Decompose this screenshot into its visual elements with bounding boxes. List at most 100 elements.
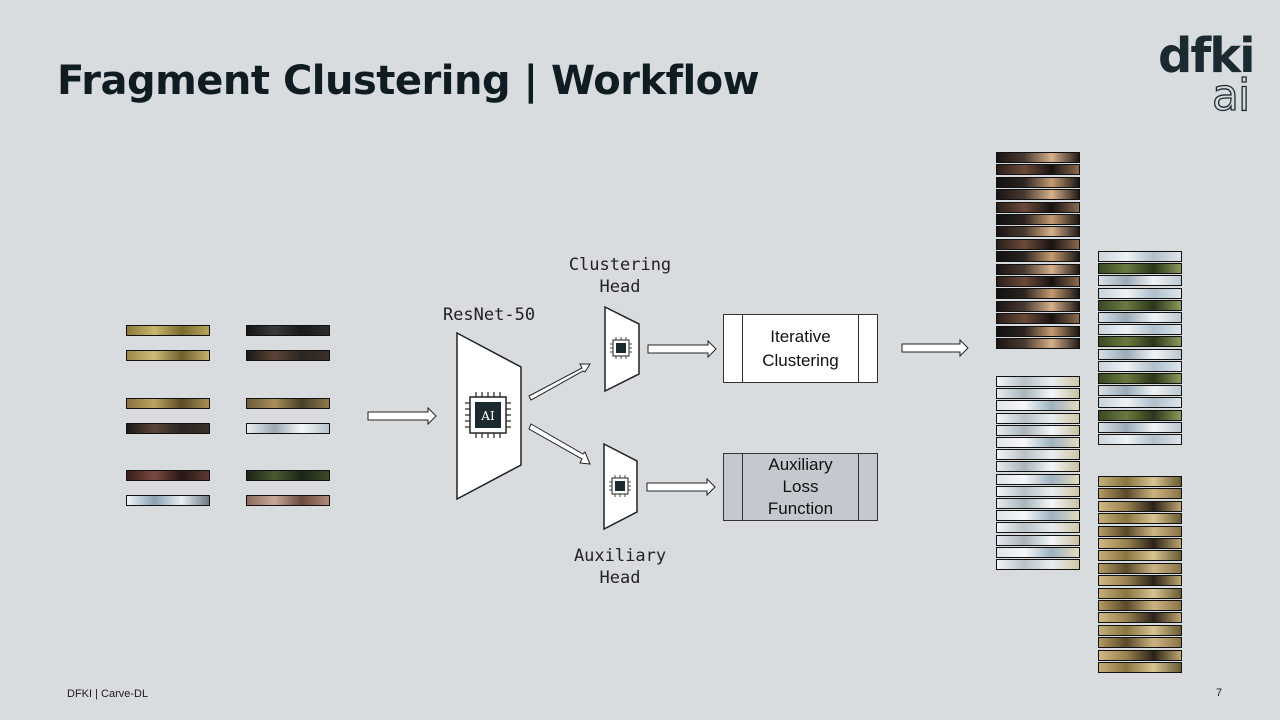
fragment-strip [996, 300, 1080, 312]
fragment-strip [996, 152, 1080, 163]
fragment-strip [996, 461, 1080, 473]
auxiliary-loss-label: Auxiliary Loss Function [767, 455, 834, 518]
fragment-strip [1098, 575, 1182, 587]
dfki-logo: dfki ai [1158, 28, 1258, 121]
fragment-strip [1098, 637, 1182, 649]
fragment-strip [996, 238, 1080, 250]
fragment-strip [1098, 587, 1182, 599]
fragment-strip [996, 313, 1080, 325]
auxiliary-loss-box: Auxiliary Loss Function [723, 453, 878, 521]
fragment-strip [996, 338, 1080, 349]
arrow-clustering-head-to-iterative [647, 339, 717, 359]
fragment-strip [1098, 562, 1182, 574]
fragment-strip [1098, 488, 1182, 500]
fragment-strip [126, 423, 210, 434]
fragment-strip [996, 388, 1080, 400]
fragment-strip [1098, 263, 1182, 275]
resnet-label: ResNet-50 [442, 305, 536, 325]
fragment-strip [996, 214, 1080, 225]
clustering-head-label: Clustering Head [568, 255, 672, 297]
fragment-strip [246, 423, 330, 434]
fragment-strip [996, 498, 1080, 509]
fragment-strip [1098, 299, 1182, 311]
fragment-strip [126, 350, 210, 361]
small-chip-icon [609, 475, 631, 497]
fragment-strip [996, 437, 1080, 448]
fragment-strip [246, 495, 330, 506]
fragment-strip [1098, 600, 1182, 611]
ai-chip-icon: AI [465, 392, 511, 438]
fragment-strip [1098, 348, 1182, 360]
arrow-auxiliary-head-to-loss [646, 477, 716, 497]
arrow-iterative-to-clusters [901, 338, 969, 358]
fragment-strip [126, 325, 210, 336]
auxiliary-head-label: Auxiliary Head [573, 546, 667, 588]
fragment-strip [996, 485, 1080, 497]
fragment-strip [1098, 397, 1182, 409]
arrow-resnet-to-clustering-head [528, 363, 591, 401]
fragment-strip [1098, 385, 1182, 397]
fragment-strip [996, 546, 1080, 558]
fragment-strip [996, 201, 1080, 213]
fragment-strip [996, 263, 1080, 275]
fragment-strip [1098, 550, 1182, 562]
ai-chip-label: AI [480, 409, 495, 423]
fragment-strip [996, 164, 1080, 176]
fragment-strip [996, 325, 1080, 337]
small-chip-icon [610, 337, 632, 359]
fragment-strip [996, 510, 1080, 522]
logo-text-ai: ai [1211, 70, 1250, 121]
fragment-strip [246, 350, 330, 361]
fragment-strip [996, 424, 1080, 436]
fragment-strip [1098, 624, 1182, 636]
fragment-strip [996, 276, 1080, 287]
fragment-strip [1098, 612, 1182, 624]
fragment-strip [126, 470, 210, 481]
fragment-strip [246, 398, 330, 409]
arrow-input-to-resnet [367, 406, 437, 426]
fragment-strip [1098, 500, 1182, 512]
fragment-strip [996, 534, 1080, 546]
page-title: Fragment Clustering | Workflow [57, 58, 760, 104]
iterative-clustering-label: Iterative Clustering [762, 326, 839, 370]
fragment-strip [1098, 409, 1182, 421]
fragment-strip [996, 376, 1080, 387]
fragment-strip [1098, 434, 1182, 445]
fragment-strip [1098, 421, 1182, 433]
logo-text-dfki: dfki [1158, 28, 1256, 84]
fragment-strip [246, 470, 330, 481]
fragment-strip [996, 176, 1080, 188]
fragment-strip [1098, 525, 1182, 537]
fragment-strip [1098, 251, 1182, 262]
fragment-strip [996, 288, 1080, 300]
fragment-strip [996, 522, 1080, 534]
fragment-strip [1098, 324, 1182, 336]
fragment-strip [126, 398, 210, 409]
footer-text: DFKI | Carve-DL [67, 688, 149, 700]
fragment-strip [1098, 312, 1182, 323]
fragment-strip [126, 495, 210, 506]
fragment-strip [996, 473, 1080, 485]
fragment-strip [996, 400, 1080, 412]
fragment-strip [1098, 287, 1182, 299]
fragment-strip [1098, 360, 1182, 372]
fragment-strip [1098, 336, 1182, 348]
fragment-strip [996, 189, 1080, 201]
fragment-strip [1098, 476, 1182, 487]
iterative-clustering-box: Iterative Clustering [723, 314, 878, 383]
fragment-strip [996, 412, 1080, 424]
fragment-strip [1098, 538, 1182, 549]
fragment-strip [1098, 649, 1182, 661]
fragment-strip [1098, 513, 1182, 525]
fragment-strip [246, 325, 330, 336]
fragment-strip [996, 251, 1080, 263]
fragment-strip [1098, 275, 1182, 287]
arrow-resnet-to-auxiliary-head [528, 423, 591, 465]
fragment-strip [1098, 662, 1182, 673]
fragment-strip [996, 449, 1080, 461]
fragment-strip [996, 559, 1080, 570]
fragment-strip [1098, 373, 1182, 384]
fragment-strip [996, 226, 1080, 238]
page-number: 7 [1216, 687, 1223, 699]
